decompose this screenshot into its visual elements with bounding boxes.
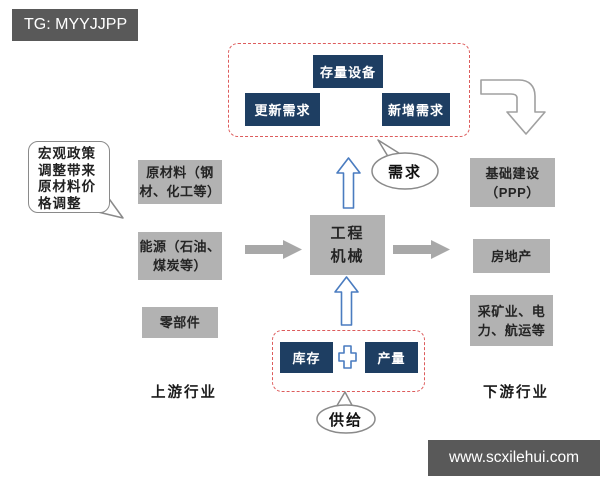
output-box: 产量	[365, 342, 418, 373]
demand-bubble	[368, 137, 440, 191]
upstream-item-energy: 能源（石油、 煤炭等）	[138, 232, 222, 280]
downstream-item-mining: 采矿业、电 力、航运等	[470, 295, 553, 346]
flow-arrow-right-icon	[393, 239, 451, 260]
demand-bubble-label: 需求	[387, 163, 422, 181]
supply-group-box	[272, 330, 425, 392]
inventory-box: 库存	[280, 342, 333, 373]
downstream-item-real-estate: 房地产	[473, 239, 550, 273]
elbow-arrow-icon	[479, 74, 555, 138]
machinery-box: 工程 机械	[310, 215, 385, 275]
renewal-demand-box: 更新需求	[245, 93, 320, 126]
tg-badge-text: TG: MYYJJPP	[24, 16, 128, 33]
supply-up-arrow-icon	[334, 275, 359, 327]
supply-bubble	[314, 391, 378, 435]
stock-equipment-box: 存量设备	[313, 55, 383, 88]
upstream-title: 上游行业	[151, 385, 217, 401]
upstream-item-raw-materials: 原材料（钢 材、化工等）	[138, 160, 222, 204]
downstream-title: 下游行业	[483, 385, 549, 401]
flow-arrow-left-icon	[245, 239, 303, 260]
demand-group-box	[228, 43, 470, 137]
supply-bubble-label: 供给	[328, 411, 363, 429]
macro-policy-note: 宏观政策 调整带来 原材料价 格调整	[28, 141, 110, 213]
downstream-item-infrastructure: 基础建设 （PPP）	[470, 158, 555, 207]
watermark-text: www.scxilehui.com	[448, 449, 580, 466]
watermark-bar: www.scxilehui.com	[428, 440, 600, 476]
upstream-item-parts: 零部件	[142, 307, 218, 338]
plus-icon	[338, 345, 357, 369]
tg-badge: TG: MYYJJPP	[12, 9, 138, 41]
new-demand-box: 新增需求	[382, 93, 450, 126]
demand-up-arrow-icon	[336, 156, 361, 210]
